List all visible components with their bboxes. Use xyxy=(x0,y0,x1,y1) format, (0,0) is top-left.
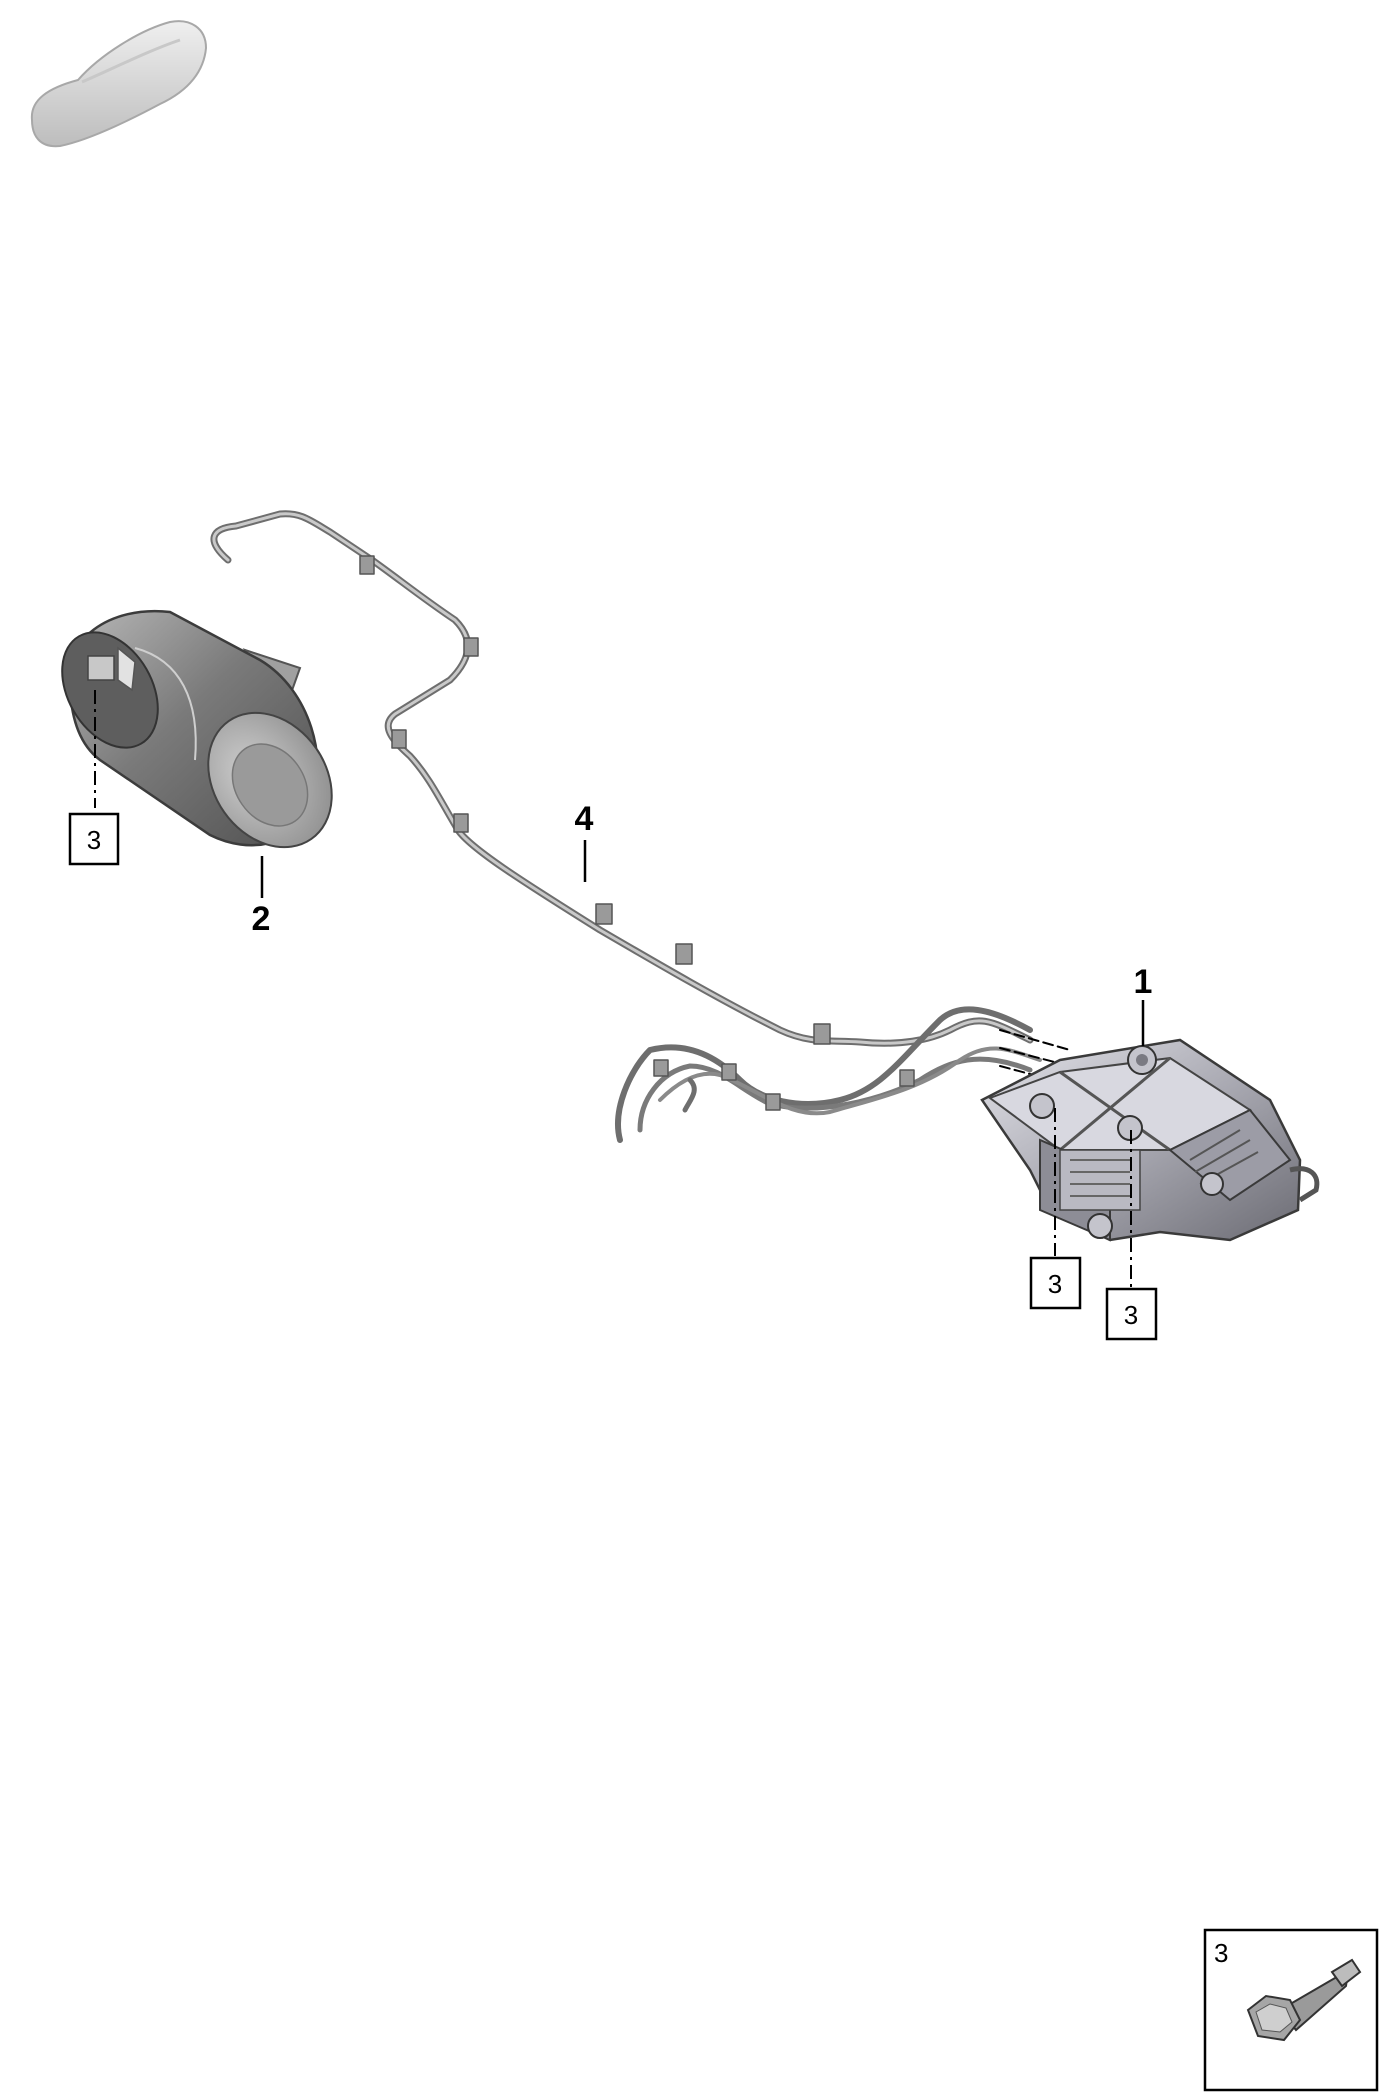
callout-part-2: 2 xyxy=(252,900,271,938)
ref-box-tank-label: 3 xyxy=(87,825,101,855)
callout-part-4: 4 xyxy=(575,800,594,838)
inset-part-3: 3 xyxy=(1203,1928,1379,2092)
air-line-assembly xyxy=(210,510,1071,1143)
hex-bolt-icon xyxy=(1246,1958,1362,2042)
ref-box-unit-b: 3 xyxy=(1105,1287,1158,1341)
callout-part-1: 1 xyxy=(1134,963,1153,1001)
pressure-reservoir xyxy=(61,609,333,849)
ref-box-tank: 3 xyxy=(68,812,120,866)
ref-box-unit-b-label: 3 xyxy=(1124,1300,1138,1330)
ref-box-unit-a-label: 3 xyxy=(1048,1269,1062,1299)
inset-part-3-label: 3 xyxy=(1214,1938,1228,1968)
ref-box-unit-a: 3 xyxy=(1029,1256,1082,1310)
leader-lines xyxy=(94,690,1145,1288)
compressor-unit xyxy=(980,1038,1320,1242)
car-silhouette-icon xyxy=(30,20,208,148)
